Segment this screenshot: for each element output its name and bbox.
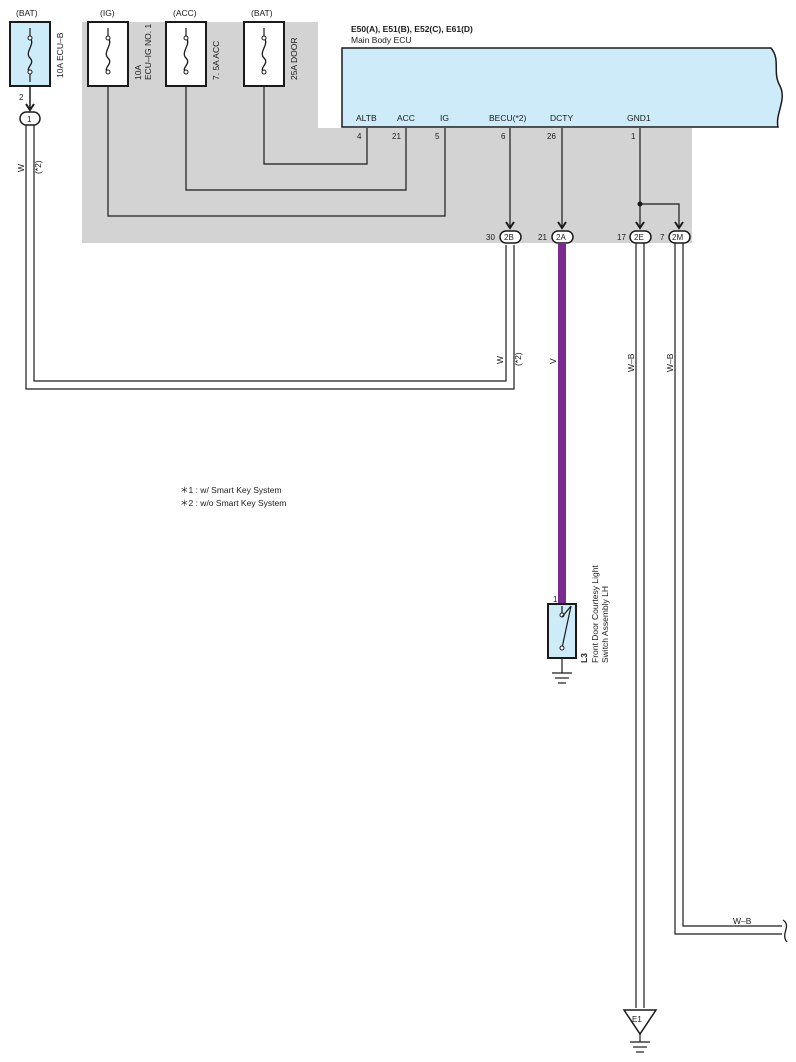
ecu-terminal-altb: ALTB bbox=[356, 113, 377, 123]
ground-e1-label: E1 bbox=[632, 1015, 642, 1024]
wire-v-label: V bbox=[548, 358, 558, 364]
wire-w-left-note: (*2) bbox=[33, 160, 43, 174]
ecu-terminal-dcty: DCTY bbox=[550, 113, 573, 123]
fuse-ecu-ig-label2: ECU–IG NO. 1 bbox=[143, 24, 153, 80]
note-smart-key-2: ＊2 : w/o Smart Key System bbox=[180, 498, 286, 508]
fuse-acc-label: 7. 5A ACC bbox=[211, 41, 221, 80]
ground-point-e1 bbox=[622, 1009, 658, 1036]
switch-pin: 1 bbox=[553, 595, 558, 604]
fuse-ecu-ig-supply: (IG) bbox=[100, 8, 115, 18]
splice-connector bbox=[19, 111, 41, 126]
junction-pin-2b: 30 bbox=[486, 233, 495, 242]
arrow-down-icon bbox=[674, 221, 684, 230]
switch-code: L3 bbox=[579, 653, 589, 663]
shaded-area bbox=[82, 22, 692, 243]
ecu-terminal-becu: BECU(*2) bbox=[489, 113, 526, 123]
wire-fuse-door-altb bbox=[263, 86, 368, 165]
wire-wb-2e-label: W–B bbox=[626, 353, 636, 372]
wire-fuse-acc-acc bbox=[185, 86, 407, 191]
arrow-down-icon bbox=[557, 221, 567, 230]
arrow-down-icon bbox=[505, 221, 515, 230]
ecu-name: Main Body ECU bbox=[351, 35, 411, 45]
fuse-ecu-b-supply: (BAT) bbox=[16, 8, 38, 18]
note-smart-key-1: ＊1 : w/ Smart Key System bbox=[180, 485, 282, 495]
fuse-acc: (ACC) 7. 5A ACC bbox=[165, 8, 221, 87]
junction-connector-2b-label: 2B bbox=[504, 233, 514, 242]
ecu-pin-becu: 6 bbox=[501, 132, 506, 141]
fuse-ecu-b: (BAT) 10A ECU–B bbox=[9, 8, 65, 87]
ecu-terminal-ig: IG bbox=[440, 113, 449, 123]
arrow-down-icon bbox=[25, 103, 35, 112]
switch-name-line2: Switch Assembly LH bbox=[600, 586, 610, 663]
ecu-pin-gnd1: 1 bbox=[631, 132, 636, 141]
ecu-pin-acc: 21 bbox=[392, 132, 401, 141]
ecu-terminal-acc: ACC bbox=[397, 113, 415, 123]
wire-fuse-ig-ig bbox=[107, 86, 446, 217]
junction-pin-2m: 7 bbox=[660, 233, 665, 242]
junction-connector-2e-label: 2E bbox=[634, 233, 644, 242]
junction-connector-2a-label: 2A bbox=[556, 233, 566, 242]
ground-icon bbox=[552, 658, 572, 684]
switch-contact bbox=[561, 605, 572, 618]
junction-dot bbox=[637, 201, 643, 207]
fuse-ecu-b-label: 10A ECU–B bbox=[55, 32, 65, 78]
ecu-connectors: E50(A), E51(B), E52(C), E61(D) bbox=[351, 24, 473, 34]
junction-connector-2b bbox=[499, 230, 522, 244]
wire-wb-2m-label: W–B bbox=[665, 353, 675, 372]
switch-name-line1: Front Door Courtesy Light bbox=[590, 565, 600, 663]
wire-wb-2m bbox=[674, 243, 782, 935]
fuse-door-label: 25A DOOR bbox=[289, 37, 299, 80]
wire-wb-bottom-label: W–B bbox=[733, 916, 752, 926]
wire-w-becu-label: W bbox=[495, 356, 505, 364]
wire-w-becu-note: (*2) bbox=[513, 352, 523, 366]
wire-wb-2e bbox=[635, 243, 645, 1008]
fuse-door: (BAT) 25A DOOR bbox=[243, 8, 299, 87]
junction-connector-2e bbox=[629, 230, 652, 244]
ecu-pin-altb: 4 bbox=[357, 132, 362, 141]
main-body-ecu bbox=[341, 47, 783, 128]
splice-connector-label: 1 bbox=[27, 115, 32, 124]
ecu-pin-ig: 5 bbox=[435, 132, 440, 141]
fuse-door-supply: (BAT) bbox=[251, 8, 273, 18]
wire-continuation-icon bbox=[782, 919, 788, 943]
junction-connector-2m-label: 2M bbox=[672, 233, 683, 242]
ground-icon bbox=[630, 1034, 650, 1053]
arrow-down-icon bbox=[635, 221, 645, 230]
wire-w-left-label: W bbox=[16, 164, 26, 172]
fuse-acc-supply: (ACC) bbox=[173, 8, 197, 18]
wire-w-left bbox=[25, 125, 515, 390]
wire-violet-dcty bbox=[558, 243, 566, 603]
junction-pin-2a: 21 bbox=[538, 233, 547, 242]
fuse-pin-number: 2 bbox=[19, 93, 24, 102]
ecu-pin-dcty: 26 bbox=[547, 132, 556, 141]
junction-connector-2m bbox=[668, 230, 691, 244]
ecu-terminal-gnd1: GND1 bbox=[627, 113, 651, 123]
junction-pin-2e: 17 bbox=[617, 233, 626, 242]
fuse-ecu-ig: (IG) 10A ECU–IG NO. 1 bbox=[87, 8, 153, 87]
fuse-ecu-ig-label: 10A bbox=[133, 65, 143, 80]
